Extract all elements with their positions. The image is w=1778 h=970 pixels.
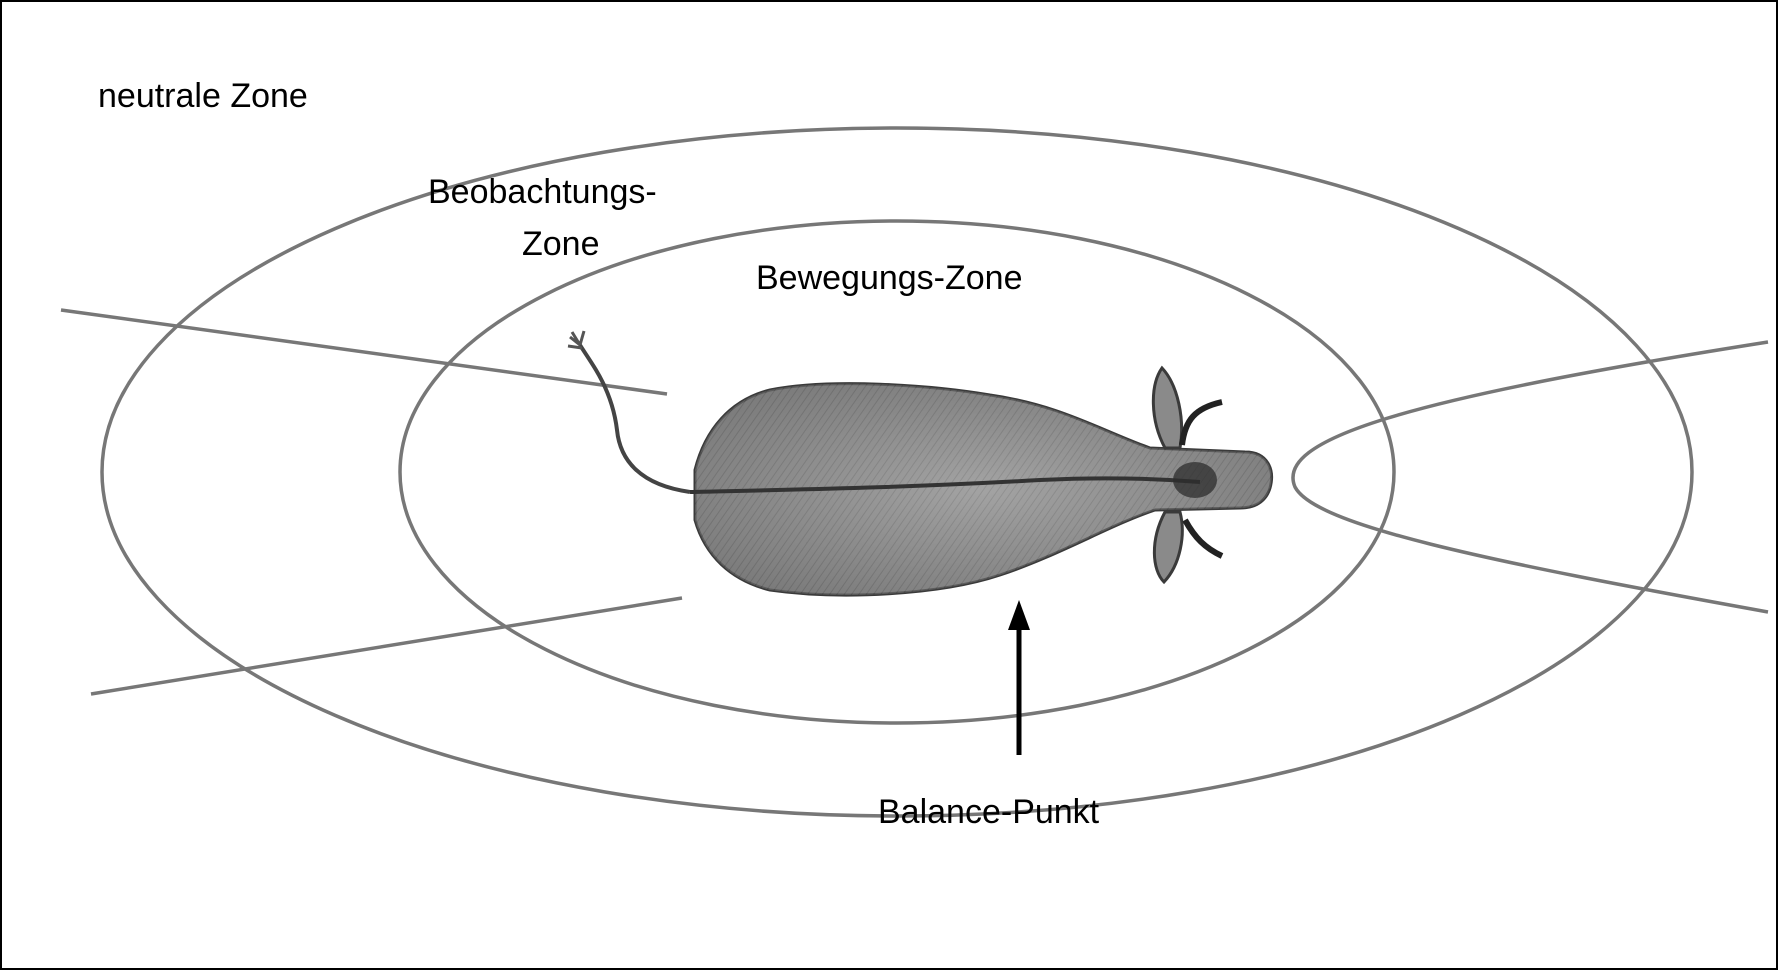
movement-zone-label: Bewegungs-Zone	[756, 259, 1023, 297]
observation-zone-label-line2: Zone	[522, 225, 600, 263]
balance-point-label: Balance-Punkt	[878, 793, 1100, 831]
neutral-zone-label: neutrale Zone	[98, 77, 308, 115]
observation-zone-label-line1: Beobachtungs-	[428, 173, 657, 211]
